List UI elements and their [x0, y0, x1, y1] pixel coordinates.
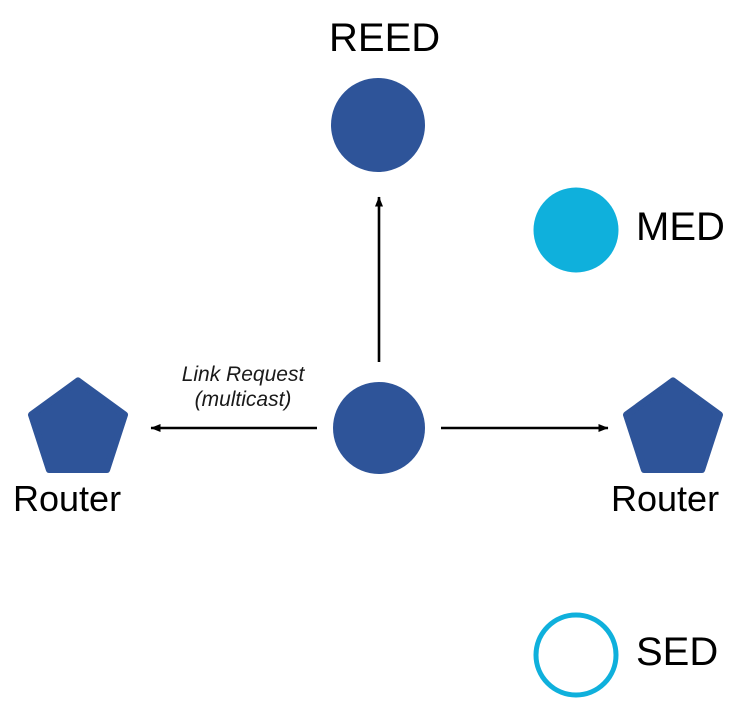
- label-router-left: Router: [13, 478, 122, 519]
- edge-label-line2: (multicast): [194, 388, 292, 411]
- edge-label-line1: Link Request: [181, 363, 305, 386]
- node-med[interactable]: [533, 187, 619, 273]
- node-sed[interactable]: [533, 612, 619, 698]
- label-sed: SED: [636, 630, 719, 674]
- edge-label-link-request: Link Request (multicast): [143, 362, 343, 412]
- label-reed: REED: [329, 16, 441, 60]
- node-router-right[interactable]: [623, 377, 723, 473]
- label-med: MED: [636, 205, 725, 249]
- node-source[interactable]: [333, 382, 425, 474]
- node-router-left[interactable]: [28, 377, 128, 473]
- label-router-right: Router: [611, 478, 720, 519]
- node-reed[interactable]: [331, 78, 425, 172]
